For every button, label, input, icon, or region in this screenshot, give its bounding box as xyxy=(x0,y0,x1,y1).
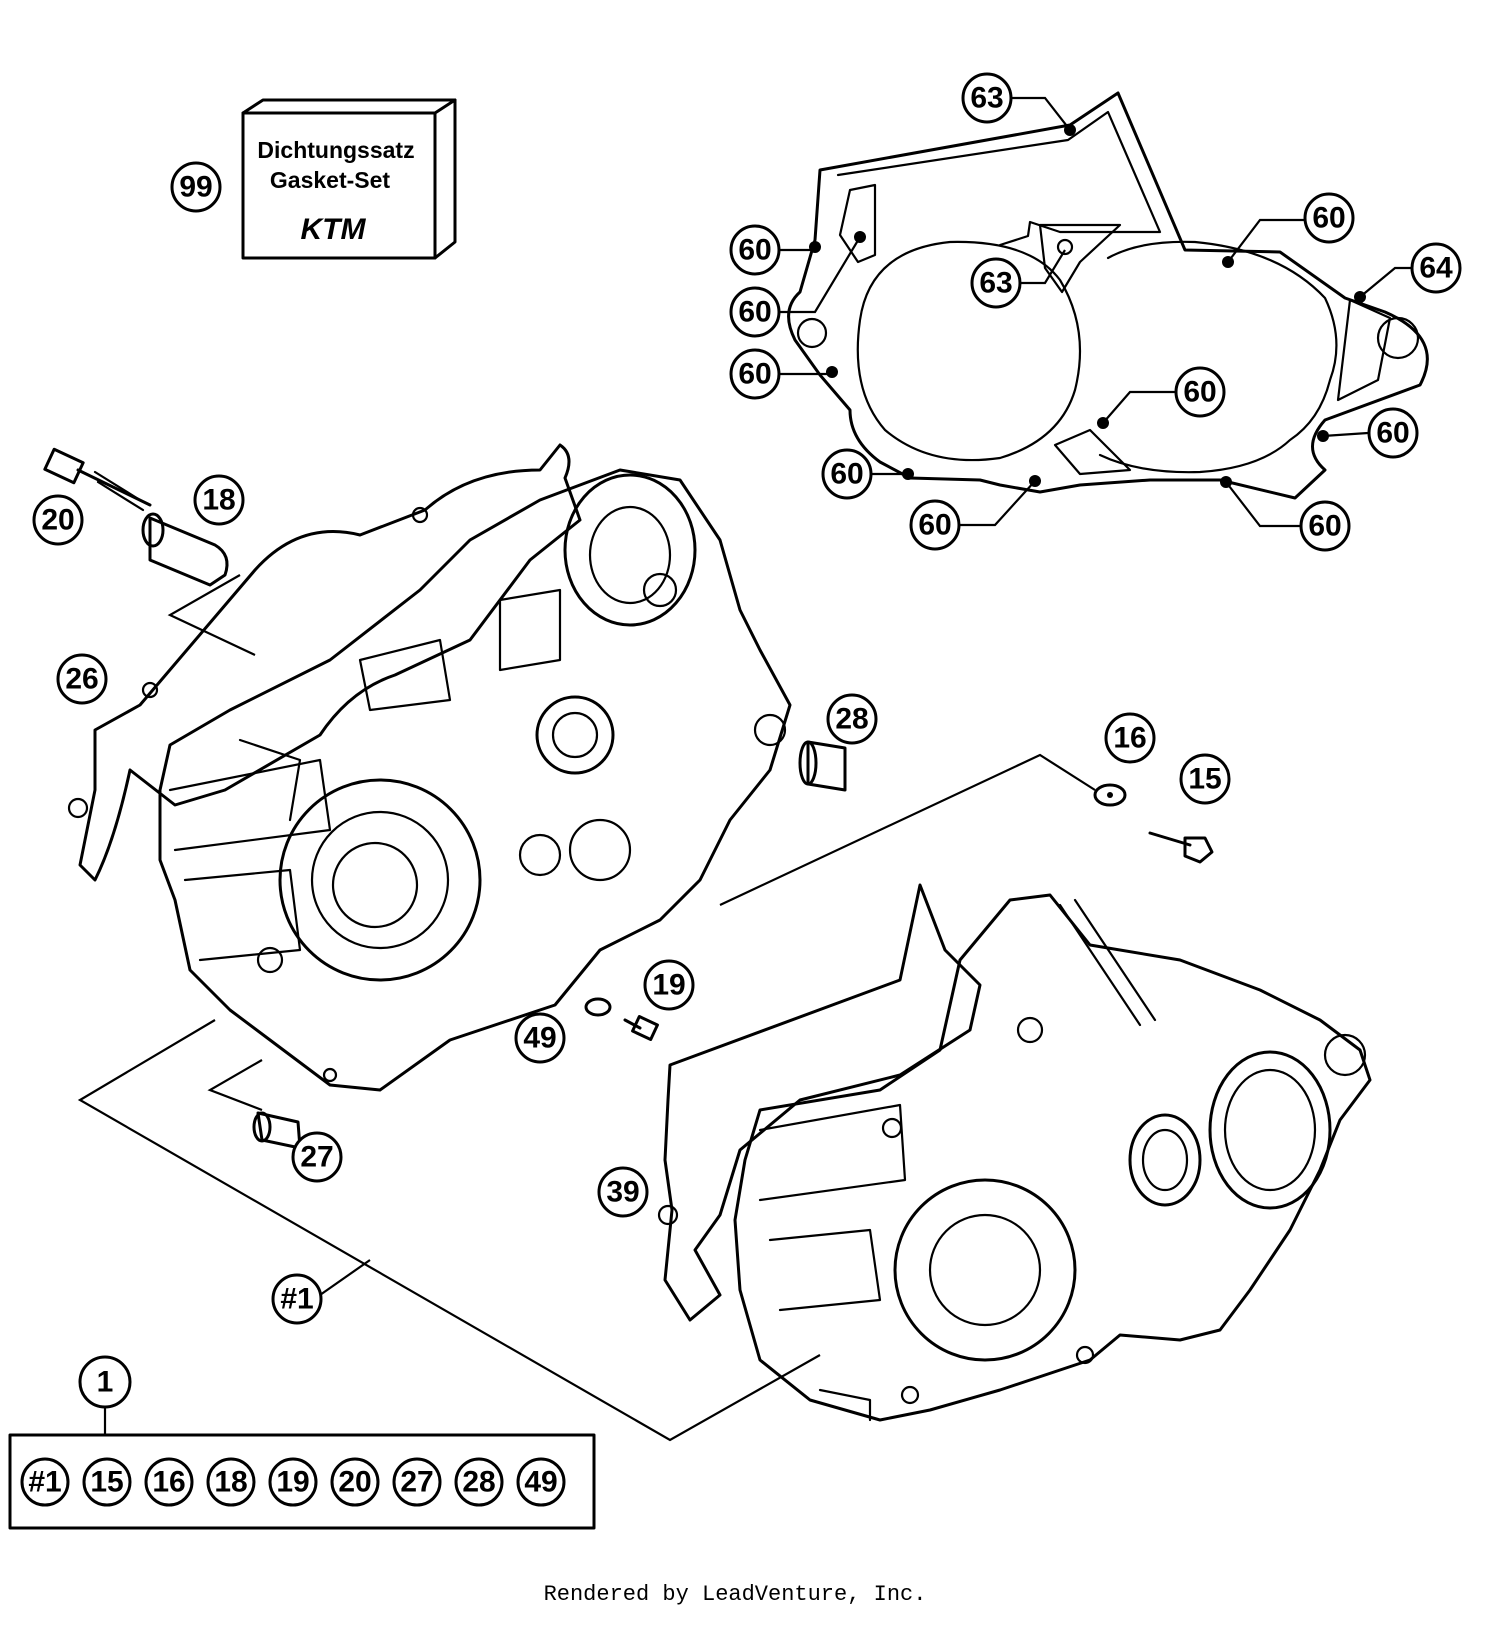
svg-text:27: 27 xyxy=(400,1466,433,1499)
callout-28[interactable]: 28 xyxy=(826,693,878,745)
callout-64[interactable]: 64 xyxy=(1410,242,1462,294)
callout-60-center-right[interactable]: 60 xyxy=(1174,366,1226,418)
screw-19 xyxy=(623,1015,659,1041)
parts-kit-items: #1 15 16 18 19 20 27 28 49 xyxy=(20,1457,566,1507)
svg-text:28: 28 xyxy=(835,703,868,736)
callout-60-left-3[interactable]: 60 xyxy=(729,348,781,400)
gasket-kit-label-en: Gasket-Set xyxy=(270,167,391,193)
svg-text:15: 15 xyxy=(1188,763,1221,796)
leader-18-20 xyxy=(167,574,256,656)
crankcase-gasket-left xyxy=(67,443,582,882)
svg-text:16: 16 xyxy=(1113,722,1146,755)
svg-text:20: 20 xyxy=(338,1466,371,1499)
washer-49 xyxy=(584,997,612,1017)
washer-16 xyxy=(1093,783,1127,807)
crankcase-right-half xyxy=(733,893,1372,1422)
svg-text:19: 19 xyxy=(276,1466,309,1499)
callout-18[interactable]: 18 xyxy=(193,474,245,526)
leader-16-15 xyxy=(719,753,1096,906)
svg-text:19: 19 xyxy=(652,969,685,1002)
gasket-hole-dots xyxy=(809,124,1366,488)
svg-text:60: 60 xyxy=(738,296,771,329)
svg-text:60: 60 xyxy=(1376,417,1409,450)
kit-item-18[interactable]: 18 xyxy=(206,1457,256,1507)
callout-60-left-1[interactable]: 60 xyxy=(729,224,781,276)
callout-99[interactable]: 99 xyxy=(170,161,222,213)
callout-60-left-2[interactable]: 60 xyxy=(729,286,781,338)
svg-text:39: 39 xyxy=(606,1176,639,1209)
svg-text:60: 60 xyxy=(830,458,863,491)
svg-text:60: 60 xyxy=(1308,510,1341,543)
bearing-sleeve-28 xyxy=(798,740,847,792)
callout-63-center[interactable]: 63 xyxy=(970,257,1022,309)
callout-49[interactable]: 49 xyxy=(514,1012,566,1064)
footer-credit: Rendered by LeadVenture, Inc. xyxy=(544,1582,927,1607)
callout-20[interactable]: 20 xyxy=(32,494,84,546)
svg-text:63: 63 xyxy=(979,267,1012,300)
svg-text:64: 64 xyxy=(1419,252,1453,285)
callout-16[interactable]: 16 xyxy=(1104,712,1156,764)
svg-text:28: 28 xyxy=(462,1466,495,1499)
callout-1[interactable]: 1 xyxy=(78,1355,132,1409)
gasket-leaders xyxy=(780,96,1412,528)
svg-text:18: 18 xyxy=(214,1466,247,1499)
callout-60-right[interactable]: 60 xyxy=(1367,407,1419,459)
callout-39[interactable]: 39 xyxy=(597,1166,649,1218)
callout-15[interactable]: 15 xyxy=(1179,753,1231,805)
sleeve-18 xyxy=(141,512,229,587)
crankcase-left-half xyxy=(158,468,792,1092)
dowel-bolt-20 xyxy=(43,447,152,512)
callout-63-top[interactable]: 63 xyxy=(961,72,1013,124)
kit-item-16[interactable]: 16 xyxy=(144,1457,194,1507)
gasket-kit-label-de: Dichtungssatz xyxy=(257,137,414,163)
ktm-logo: KTM xyxy=(301,213,367,246)
svg-text:60: 60 xyxy=(1312,202,1345,235)
svg-text:60: 60 xyxy=(1183,376,1216,409)
kit-item-ref-1[interactable]: #1 xyxy=(20,1457,70,1507)
svg-text:60: 60 xyxy=(738,234,771,267)
kit-item-19[interactable]: 19 xyxy=(268,1457,318,1507)
leader-ref-1 xyxy=(319,1259,371,1296)
kit-item-49[interactable]: 49 xyxy=(516,1457,566,1507)
svg-text:#1: #1 xyxy=(28,1466,61,1499)
svg-text:18: 18 xyxy=(202,484,235,517)
kit-item-20[interactable]: 20 xyxy=(330,1457,380,1507)
callout-60-bottom-right[interactable]: 60 xyxy=(1299,500,1351,552)
svg-text:49: 49 xyxy=(524,1466,557,1499)
svg-text:#1: #1 xyxy=(280,1283,313,1316)
svg-text:60: 60 xyxy=(918,509,951,542)
leader-27 xyxy=(207,1059,263,1112)
kit-item-27[interactable]: 27 xyxy=(392,1457,442,1507)
svg-text:99: 99 xyxy=(179,171,212,204)
screw-15 xyxy=(1148,831,1214,864)
sleeve-27 xyxy=(252,1111,302,1150)
callout-60-top-right[interactable]: 60 xyxy=(1303,192,1355,244)
parts-kit-box xyxy=(8,1433,596,1530)
clutch-cover-gasket xyxy=(787,91,1429,500)
callout-60-bottom-center[interactable]: 60 xyxy=(909,499,961,551)
callout-19[interactable]: 19 xyxy=(643,959,695,1011)
kit-item-28[interactable]: 28 xyxy=(454,1457,504,1507)
kit-item-15[interactable]: 15 xyxy=(82,1457,132,1507)
callout-26[interactable]: 26 xyxy=(56,653,108,705)
svg-text:16: 16 xyxy=(152,1466,185,1499)
callout-ref-1[interactable]: #1 xyxy=(271,1273,323,1325)
svg-text:63: 63 xyxy=(970,82,1003,115)
svg-text:27: 27 xyxy=(300,1141,333,1174)
leader-group-1 xyxy=(77,1019,821,1442)
svg-text:15: 15 xyxy=(90,1466,123,1499)
callout-27[interactable]: 27 xyxy=(291,1131,343,1183)
svg-text:26: 26 xyxy=(65,663,98,696)
svg-text:60: 60 xyxy=(738,358,771,391)
svg-text:20: 20 xyxy=(41,504,74,537)
svg-text:49: 49 xyxy=(523,1022,556,1055)
svg-text:1: 1 xyxy=(97,1366,114,1399)
callout-60-bottom-left[interactable]: 60 xyxy=(821,448,873,500)
gasket-kit-box: Dichtungssatz Gasket-Set KTM xyxy=(241,98,457,260)
crankcase-gasket-right xyxy=(657,883,982,1322)
